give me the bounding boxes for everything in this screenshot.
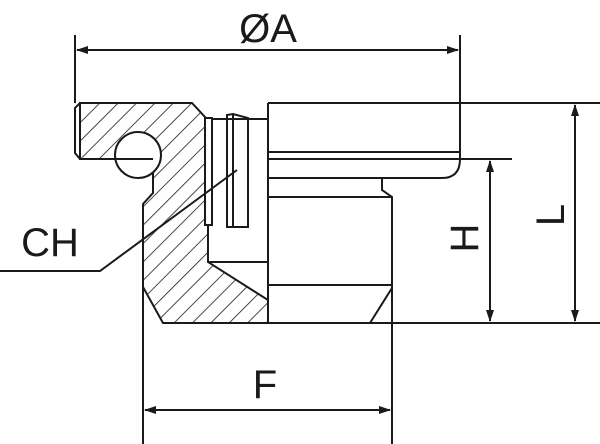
o-ring	[114, 131, 162, 179]
label-h: H	[443, 224, 487, 253]
label-ch: CH	[21, 221, 79, 265]
label-f: F	[253, 363, 277, 407]
slot	[226, 112, 249, 228]
flange-outline	[74, 102, 153, 160]
label-diameter-a: ØA	[239, 7, 297, 51]
ch-leader-line	[0, 169, 238, 272]
label-l: L	[529, 204, 573, 226]
hatched-section	[79, 102, 269, 324]
